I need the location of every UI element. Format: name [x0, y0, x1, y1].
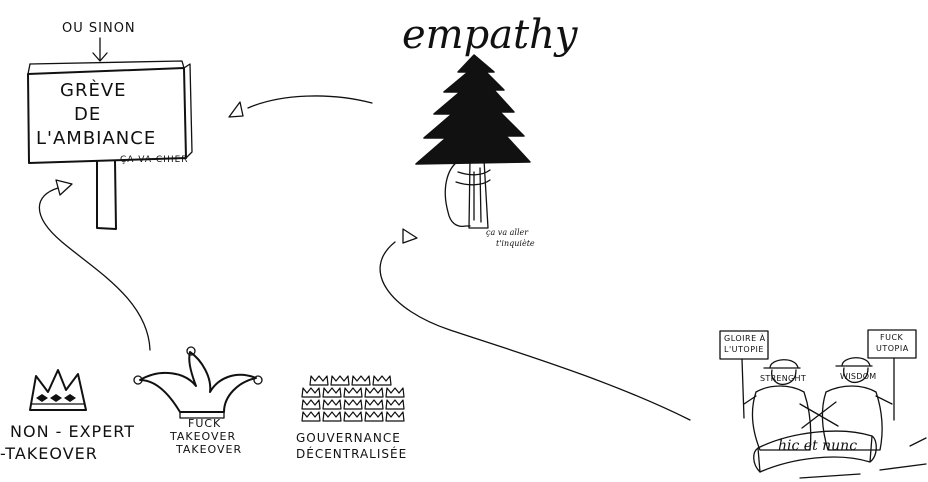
down-arrow-icon	[92, 37, 108, 62]
jester-hat-icon	[133, 346, 263, 419]
protesters-icon	[743, 357, 893, 451]
left-arrow-icon	[228, 95, 373, 118]
item-1-label-2: -TAKEOVER	[0, 444, 98, 463]
item-3-label-2: DÉCENTRALISÉE	[296, 447, 408, 461]
big-curved-arrow-icon	[379, 228, 691, 421]
tree-title: empathy	[402, 12, 578, 58]
tree-icon	[415, 54, 531, 229]
sign-line-1: GRÈVE	[60, 80, 127, 101]
item-2-label-1: FUCK	[188, 417, 222, 430]
right-sign-line-2: UTOPIA	[876, 344, 909, 353]
left-shirt-label: STRENGHT	[760, 374, 807, 383]
crown-grid-icon	[301, 375, 405, 422]
sign-board	[27, 60, 193, 164]
curved-arrow-icon	[38, 179, 151, 351]
item-2-label-2: TAKEOVER	[170, 430, 237, 443]
sign-line-2: DE	[74, 104, 102, 125]
tree-caption-1: ça va aller	[486, 228, 529, 237]
ground-lines	[799, 437, 927, 479]
sign-sub: ÇA VA CHIER	[120, 155, 189, 165]
crown-icon	[29, 369, 87, 411]
banner-scroll	[753, 430, 877, 473]
protest-signs	[719, 329, 917, 421]
left-sign-line-2: L'UTOPIE	[724, 345, 764, 354]
banner-text: hic et nunc	[778, 438, 858, 454]
right-shirt-label: WISDOM	[840, 372, 877, 381]
sign-line-3: L'AMBIANCE	[36, 128, 157, 149]
right-sign-line-1: FUCK	[880, 333, 904, 342]
item-2-label-3: TAKEOVER	[176, 443, 243, 456]
item-1-label-1: NON - EXPERT	[10, 422, 136, 441]
tree-caption-2: t'inquiète	[496, 239, 535, 248]
item-3-label-1: GOUVERNANCE	[296, 431, 401, 445]
top-note: OU SINON	[62, 21, 136, 36]
left-sign-line-1: GLOIRE À	[724, 334, 766, 343]
hugging-person-icon	[444, 141, 491, 228]
sign-post	[96, 160, 117, 230]
